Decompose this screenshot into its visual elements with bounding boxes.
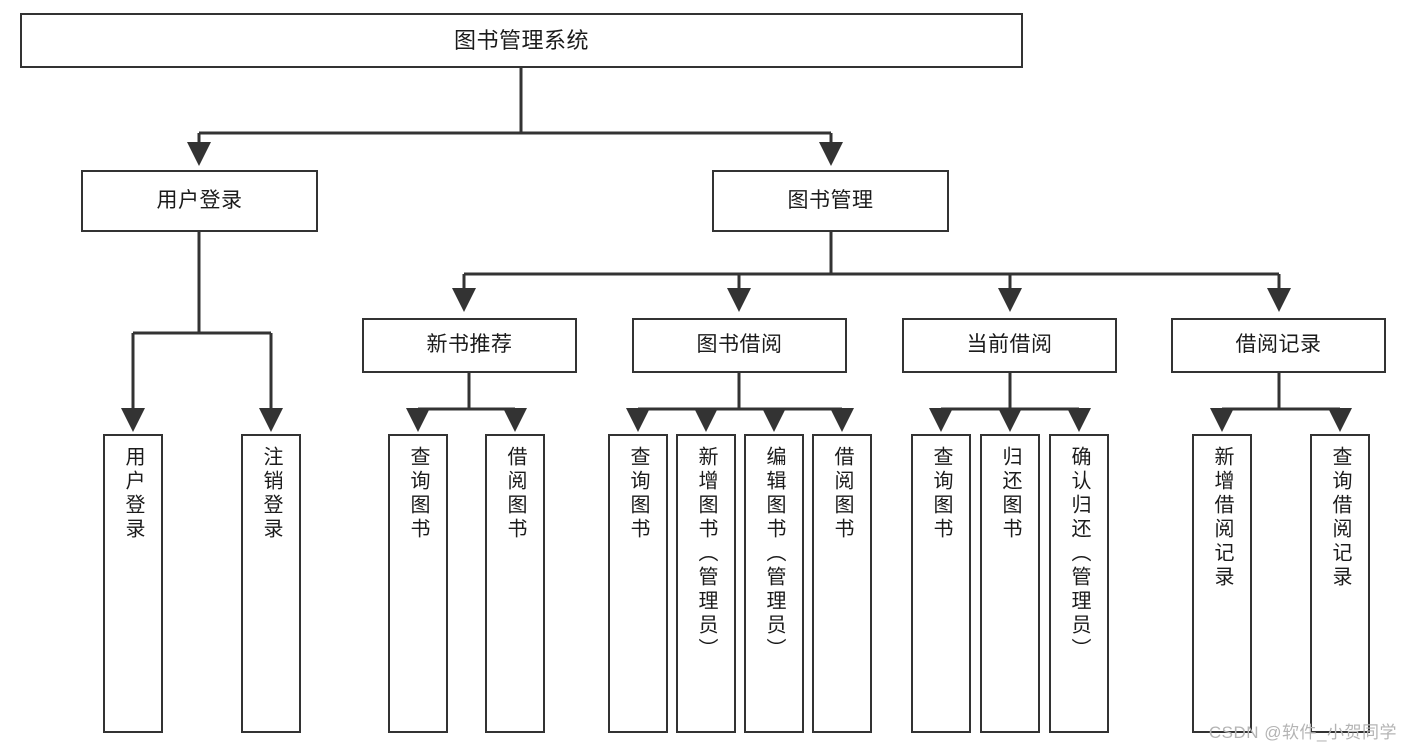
node-label: 图书管理系统 [453,27,589,53]
leaf-confirm-return-admin[interactable]: 确认归还（管理员） [1049,434,1109,733]
node-label: 注销登录 [260,446,282,542]
node-label: 图书借阅 [696,333,783,357]
leaf-user-login[interactable]: 用户登录 [103,434,163,733]
leaf-return-book[interactable]: 归还图书 [980,434,1040,733]
node-current-borrow[interactable]: 当前借阅 [902,318,1117,373]
node-new-book-recommend[interactable]: 新书推荐 [362,318,577,373]
node-book-borrow[interactable]: 图书借阅 [632,318,847,373]
node-label: 当前借阅 [966,333,1053,357]
node-label: 新增借阅记录 [1211,446,1233,590]
node-root-book-management-system[interactable]: 图书管理系统 [20,13,1023,68]
node-label: 图书管理 [787,188,874,212]
node-label: 归还图书 [999,446,1021,542]
node-label: 确认归还（管理员） [1068,446,1090,662]
leaf-add-book-admin[interactable]: 新增图书（管理员） [676,434,736,733]
node-borrow-record[interactable]: 借阅记录 [1171,318,1386,373]
node-label: 借阅记录 [1235,333,1322,357]
node-label: 用户登录 [122,446,144,542]
watermark-csdn: CSDN @软件_小贺同学 [1208,723,1397,742]
node-book-management[interactable]: 图书管理 [712,170,949,232]
node-label: 新书推荐 [426,333,513,357]
leaf-edit-book-admin[interactable]: 编辑图书（管理员） [744,434,804,733]
leaf-query-book-borrow[interactable]: 查询图书 [608,434,668,733]
leaf-query-borrow-record[interactable]: 查询借阅记录 [1310,434,1370,733]
leaf-borrow-book-newbook[interactable]: 借阅图书 [485,434,545,733]
node-label: 用户登录 [156,188,243,212]
leaf-add-borrow-record[interactable]: 新增借阅记录 [1192,434,1252,733]
leaf-logout[interactable]: 注销登录 [241,434,301,733]
node-label: 查询图书 [930,446,952,542]
node-user-login[interactable]: 用户登录 [81,170,318,232]
leaf-borrow-book[interactable]: 借阅图书 [812,434,872,733]
node-label: 查询图书 [627,446,649,542]
node-label: 借阅图书 [504,446,526,542]
node-label: 查询图书 [407,446,429,542]
leaf-query-book-newbook[interactable]: 查询图书 [388,434,448,733]
node-label: 编辑图书（管理员） [763,446,785,662]
node-label: 新增图书（管理员） [695,446,717,662]
leaf-query-book-current[interactable]: 查询图书 [911,434,971,733]
node-label: 借阅图书 [831,446,853,542]
node-label: 查询借阅记录 [1329,446,1351,590]
